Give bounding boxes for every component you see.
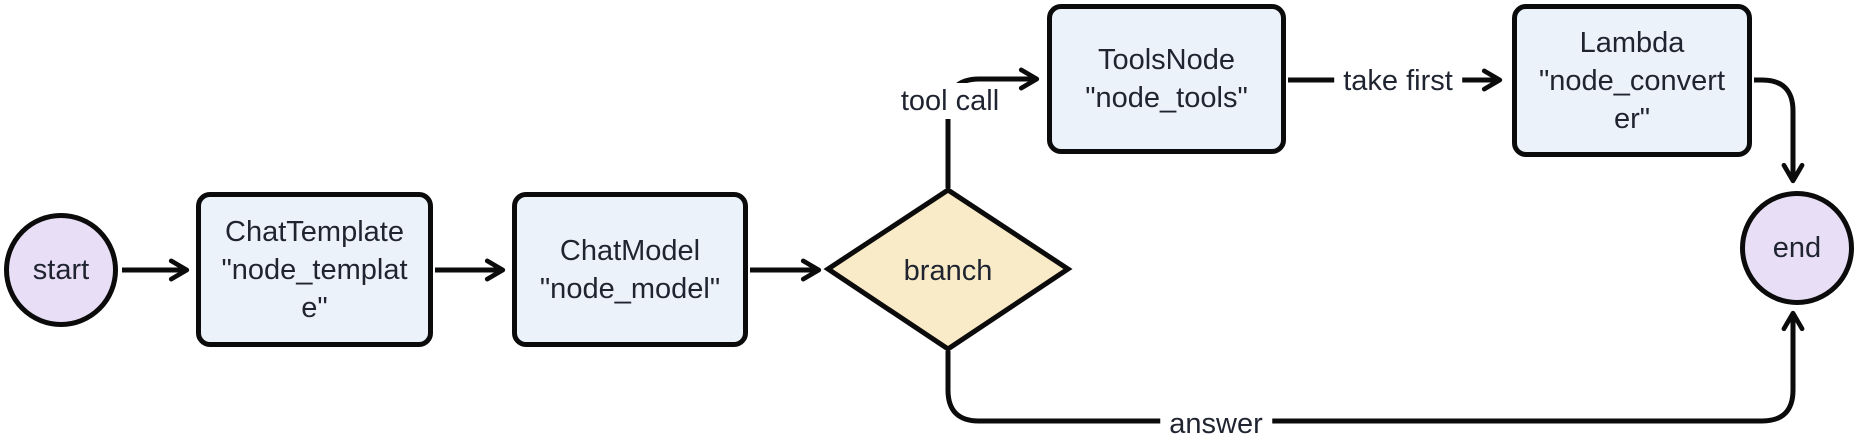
node-label-line: "node_model" [539, 272, 721, 305]
node-label-line: ChatModel [559, 234, 701, 267]
edge-label-tool-call: tool call [891, 83, 1009, 119]
chat-template-node: ChatTemplate "node_templat e" [196, 192, 433, 347]
node-label-line: ChatTemplate [225, 215, 404, 248]
edge-lambda-to-end [1754, 77, 1805, 184]
branch-node-label: branch [903, 255, 993, 287]
chat-model-node: ChatModel "node_model" [512, 192, 748, 347]
tools-node: ToolsNode "node_tools" [1047, 4, 1286, 154]
lambda-converter-node: Lambda "node_convert er" [1512, 4, 1752, 157]
node-label-line: "node_convert [1538, 64, 1726, 97]
node-label-line: Lambda [1579, 26, 1685, 59]
node-label-line: e" [301, 291, 328, 324]
end-node: end [1740, 191, 1854, 305]
edge-label-take-first: take first [1334, 63, 1462, 99]
node-label-line: "node_templat [221, 253, 408, 286]
node-label-line: "node_tools" [1085, 82, 1248, 114]
start-node-label: start [32, 254, 90, 286]
start-node: start [4, 213, 118, 327]
end-node-label: end [1772, 232, 1822, 264]
edge-label-answer: answer [1160, 406, 1272, 440]
node-label-line: er" [1613, 102, 1651, 135]
edge-branch-to-end-answer [945, 310, 1805, 424]
branch-diamond-shape [823, 187, 1073, 353]
node-label-line: ToolsNode [1097, 44, 1236, 76]
